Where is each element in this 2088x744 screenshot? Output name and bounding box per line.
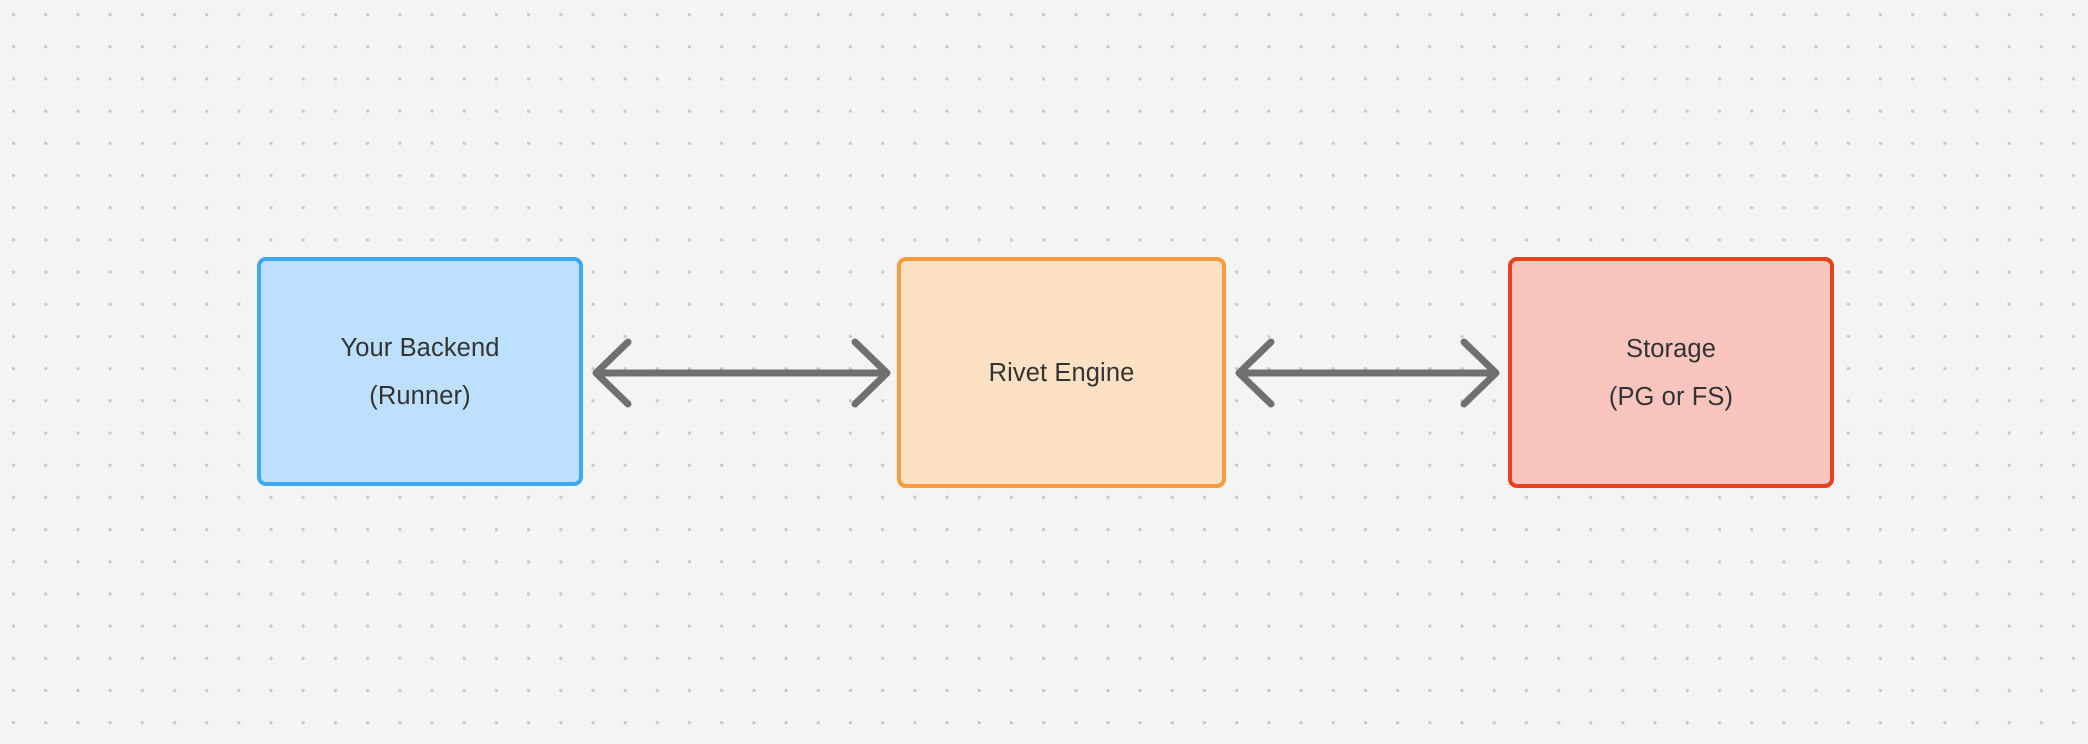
edge-engine-storage-arrowhead-left: [1235, 338, 1275, 408]
rivet-engine-node-label-line-1: Rivet Engine: [988, 358, 1135, 387]
your-backend-node-label-line-1: Your Backend: [340, 333, 500, 362]
edge-engine-storage-arrowhead-right: [1460, 338, 1500, 408]
edge-engine-storage: [1235, 338, 1500, 408]
storage-node[interactable]: Storage (PG or FS): [1508, 257, 1834, 488]
rivet-engine-node[interactable]: Rivet Engine: [897, 257, 1226, 488]
your-backend-node[interactable]: Your Backend (Runner): [257, 257, 583, 486]
edge-backend-engine-arrowhead-right: [851, 338, 891, 408]
storage-node-label-line-1: Storage: [1625, 334, 1716, 363]
edge-backend-engine: [592, 338, 891, 408]
your-backend-node-label-line-2: (Runner): [369, 381, 471, 410]
edge-backend-engine-arrowhead-left: [592, 338, 632, 408]
storage-node-label-line-2: (PG or FS): [1608, 382, 1734, 411]
